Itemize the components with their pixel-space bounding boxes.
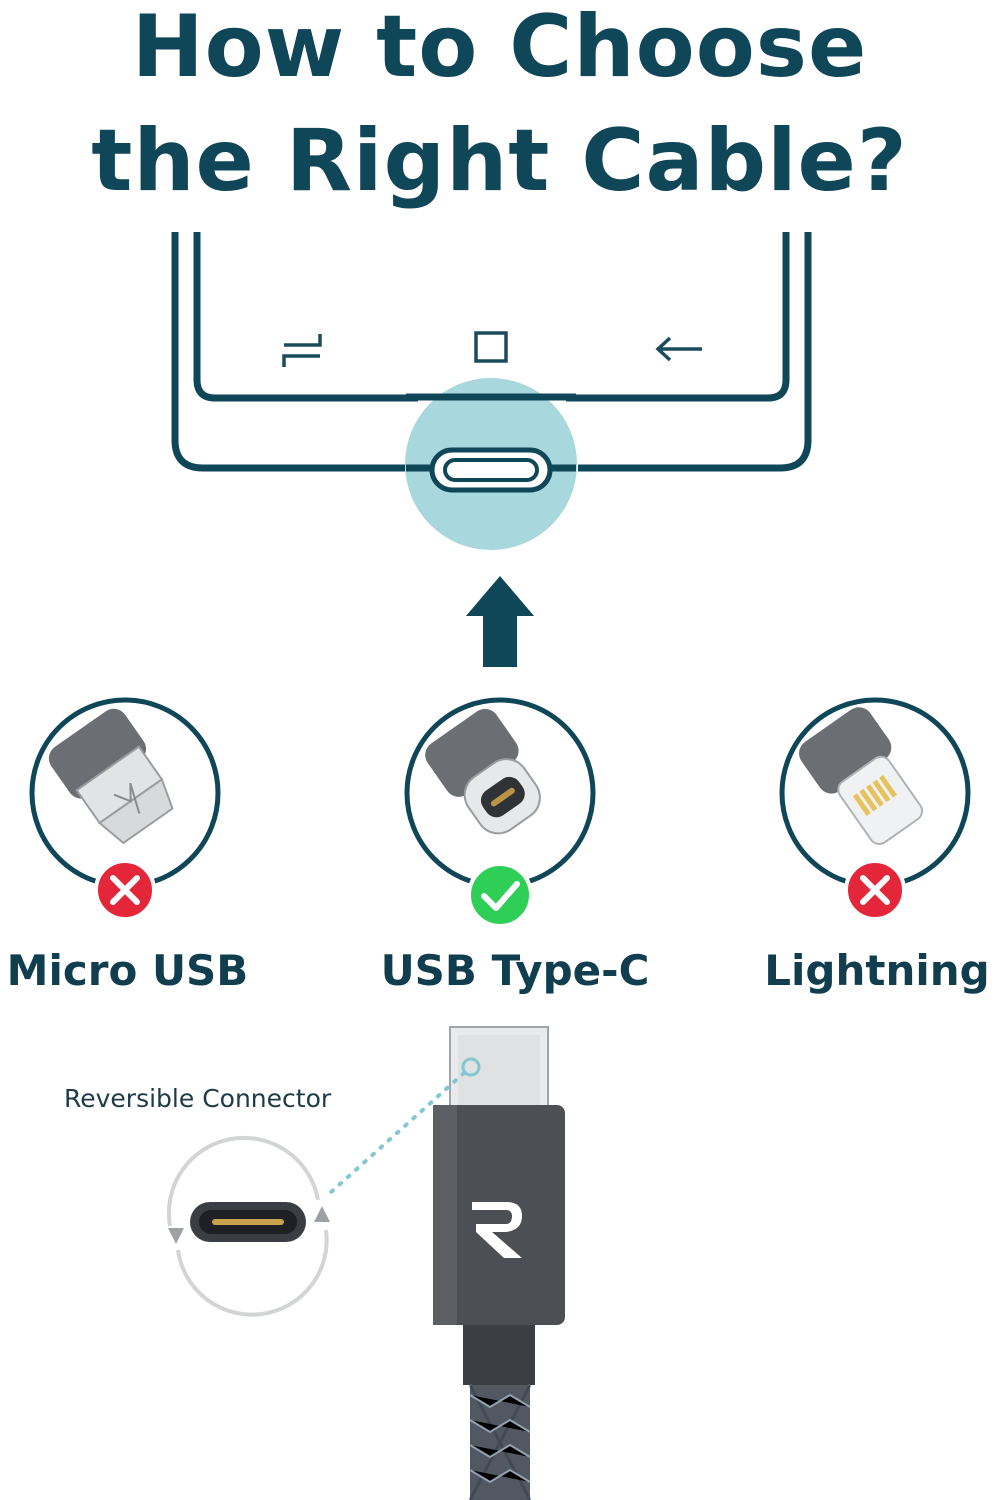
option-label-usb-type-c: USB Type-C <box>380 946 650 995</box>
incorrect-x-icon <box>94 859 156 921</box>
usb-type-c-connector-icon <box>404 697 596 889</box>
incorrect-x-icon <box>844 859 906 921</box>
usb-c-port-highlight <box>405 378 577 550</box>
title-line-2: the Right Cable? <box>91 111 908 211</box>
option-label-lightning: Lightning <box>764 946 990 995</box>
reversible-connector-label: Reversible Connector <box>64 1084 332 1113</box>
correct-check-icon <box>467 862 533 928</box>
lightning-connector-icon <box>779 697 971 889</box>
micro-usb-connector-icon <box>29 697 221 889</box>
reversible-connector-callout <box>166 1057 481 1317</box>
up-arrow-icon <box>466 576 534 667</box>
home-square-icon <box>474 331 508 363</box>
usb-c-cable-image <box>433 1026 565 1500</box>
back-arrow-icon <box>655 336 702 362</box>
option-label-micro-usb: Micro USB <box>6 946 249 995</box>
recent-apps-icon <box>282 334 322 367</box>
title-line-1: How to Choose <box>131 0 868 97</box>
